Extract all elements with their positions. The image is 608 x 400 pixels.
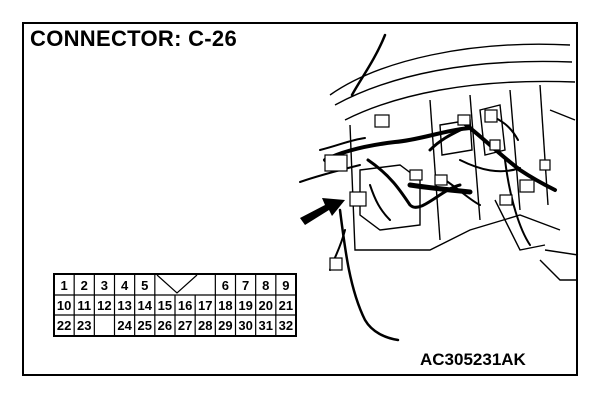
pin-5: 5: [141, 278, 148, 293]
pin-3: 3: [101, 278, 108, 293]
connector-arrow: [300, 198, 345, 225]
dashboard-outline: [329, 43, 579, 281]
pin-15: 15: [158, 298, 172, 313]
harness-connectors: [324, 109, 551, 271]
pin-16: 16: [178, 298, 192, 313]
wiring-harness: [299, 33, 557, 342]
pin-21: 21: [279, 298, 293, 313]
pin-29: 29: [218, 318, 232, 333]
pin-22: 22: [57, 318, 71, 333]
pin-13: 13: [117, 298, 131, 313]
pin-7: 7: [242, 278, 249, 293]
pin-2: 2: [81, 278, 88, 293]
pin-28: 28: [198, 318, 212, 333]
connector-title: CONNECTOR: C-26: [30, 26, 238, 51]
pin-25: 25: [138, 318, 152, 333]
pin-9: 9: [282, 278, 289, 293]
pin-30: 30: [238, 318, 252, 333]
figure-code: AC305231AK: [420, 350, 526, 369]
pin-18: 18: [218, 298, 232, 313]
pin-11: 11: [77, 298, 91, 313]
pin-27: 27: [178, 318, 192, 333]
pin-4: 4: [121, 278, 129, 293]
pin-10: 10: [57, 298, 71, 313]
pin-24: 24: [117, 318, 132, 333]
pin-1: 1: [60, 278, 67, 293]
pin-26: 26: [158, 318, 172, 333]
pin-17: 17: [198, 298, 212, 313]
pin-14: 14: [138, 298, 153, 313]
pin-23: 23: [77, 318, 91, 333]
pin-19: 19: [238, 298, 252, 313]
pin-6: 6: [222, 278, 229, 293]
pin-8: 8: [262, 278, 269, 293]
pin-12: 12: [97, 298, 111, 313]
pin-32: 32: [279, 318, 293, 333]
pin-31: 31: [259, 318, 273, 333]
pin-20: 20: [259, 298, 273, 313]
